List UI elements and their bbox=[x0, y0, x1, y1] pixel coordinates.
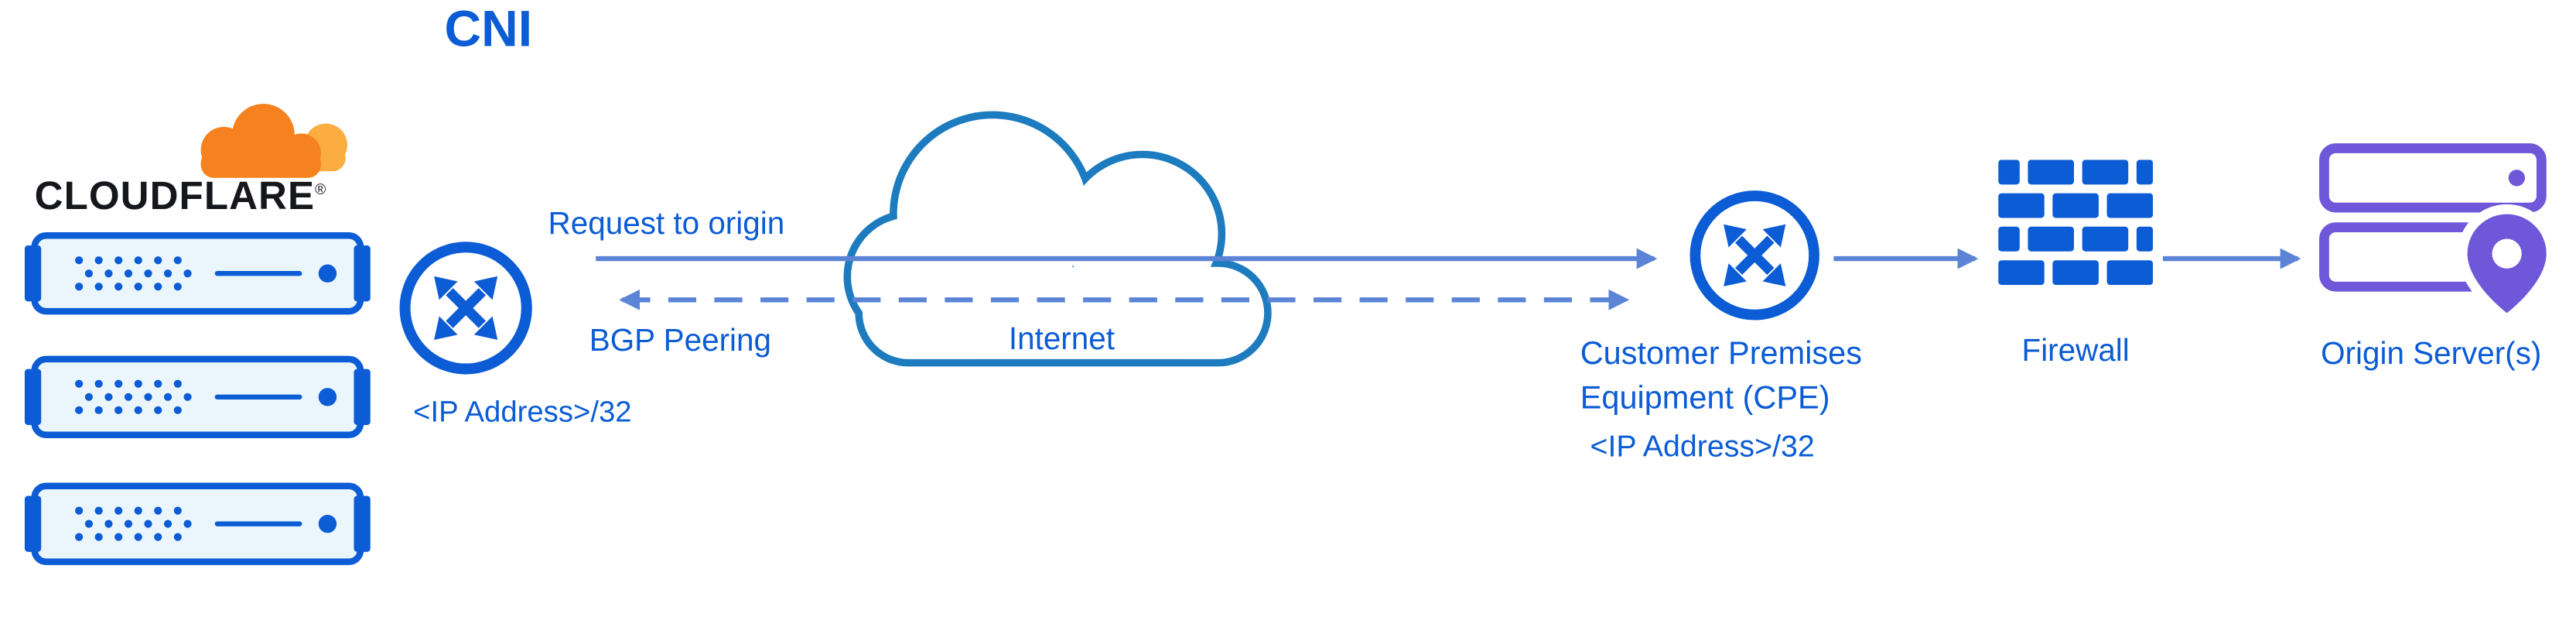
edge-router-ip-label: <IP Address>/32 bbox=[413, 395, 632, 429]
cpe-ip-label: <IP Address>/32 bbox=[1590, 428, 1815, 463]
cpe-router-icon bbox=[1689, 190, 1819, 321]
origin-server-icon bbox=[2319, 143, 2557, 326]
server-icon bbox=[24, 482, 371, 565]
internet-label: Internet bbox=[1008, 323, 1115, 358]
cloudflare-wordmark: CLOUDFLARE® bbox=[35, 175, 327, 221]
cpe-label-line2: Equipment (CPE) bbox=[1580, 380, 1830, 417]
cpe-label: Customer Premises Equipment (CPE) bbox=[1580, 333, 1862, 422]
server-icon bbox=[24, 232, 371, 315]
bgp-peering-label: BGP Peering bbox=[589, 324, 772, 359]
location-pin-icon bbox=[2457, 204, 2557, 326]
server-icon bbox=[24, 355, 371, 438]
registered-mark: ® bbox=[315, 181, 327, 198]
cloudflare-wordmark-text: CLOUDFLARE bbox=[34, 174, 316, 219]
cpe-label-line1: Customer Premises bbox=[1580, 336, 1863, 372]
firewall-brick-icon bbox=[1998, 159, 2154, 286]
request-to-origin-label: Request to origin bbox=[548, 207, 785, 242]
edge-router-icon bbox=[399, 242, 532, 375]
origin-server-label: Origin Server(s) bbox=[2321, 338, 2542, 372]
cloudflare-logo-icon bbox=[200, 104, 347, 178]
diagram-title: CNI bbox=[444, 0, 533, 58]
firewall-label: Firewall bbox=[2021, 334, 2130, 369]
